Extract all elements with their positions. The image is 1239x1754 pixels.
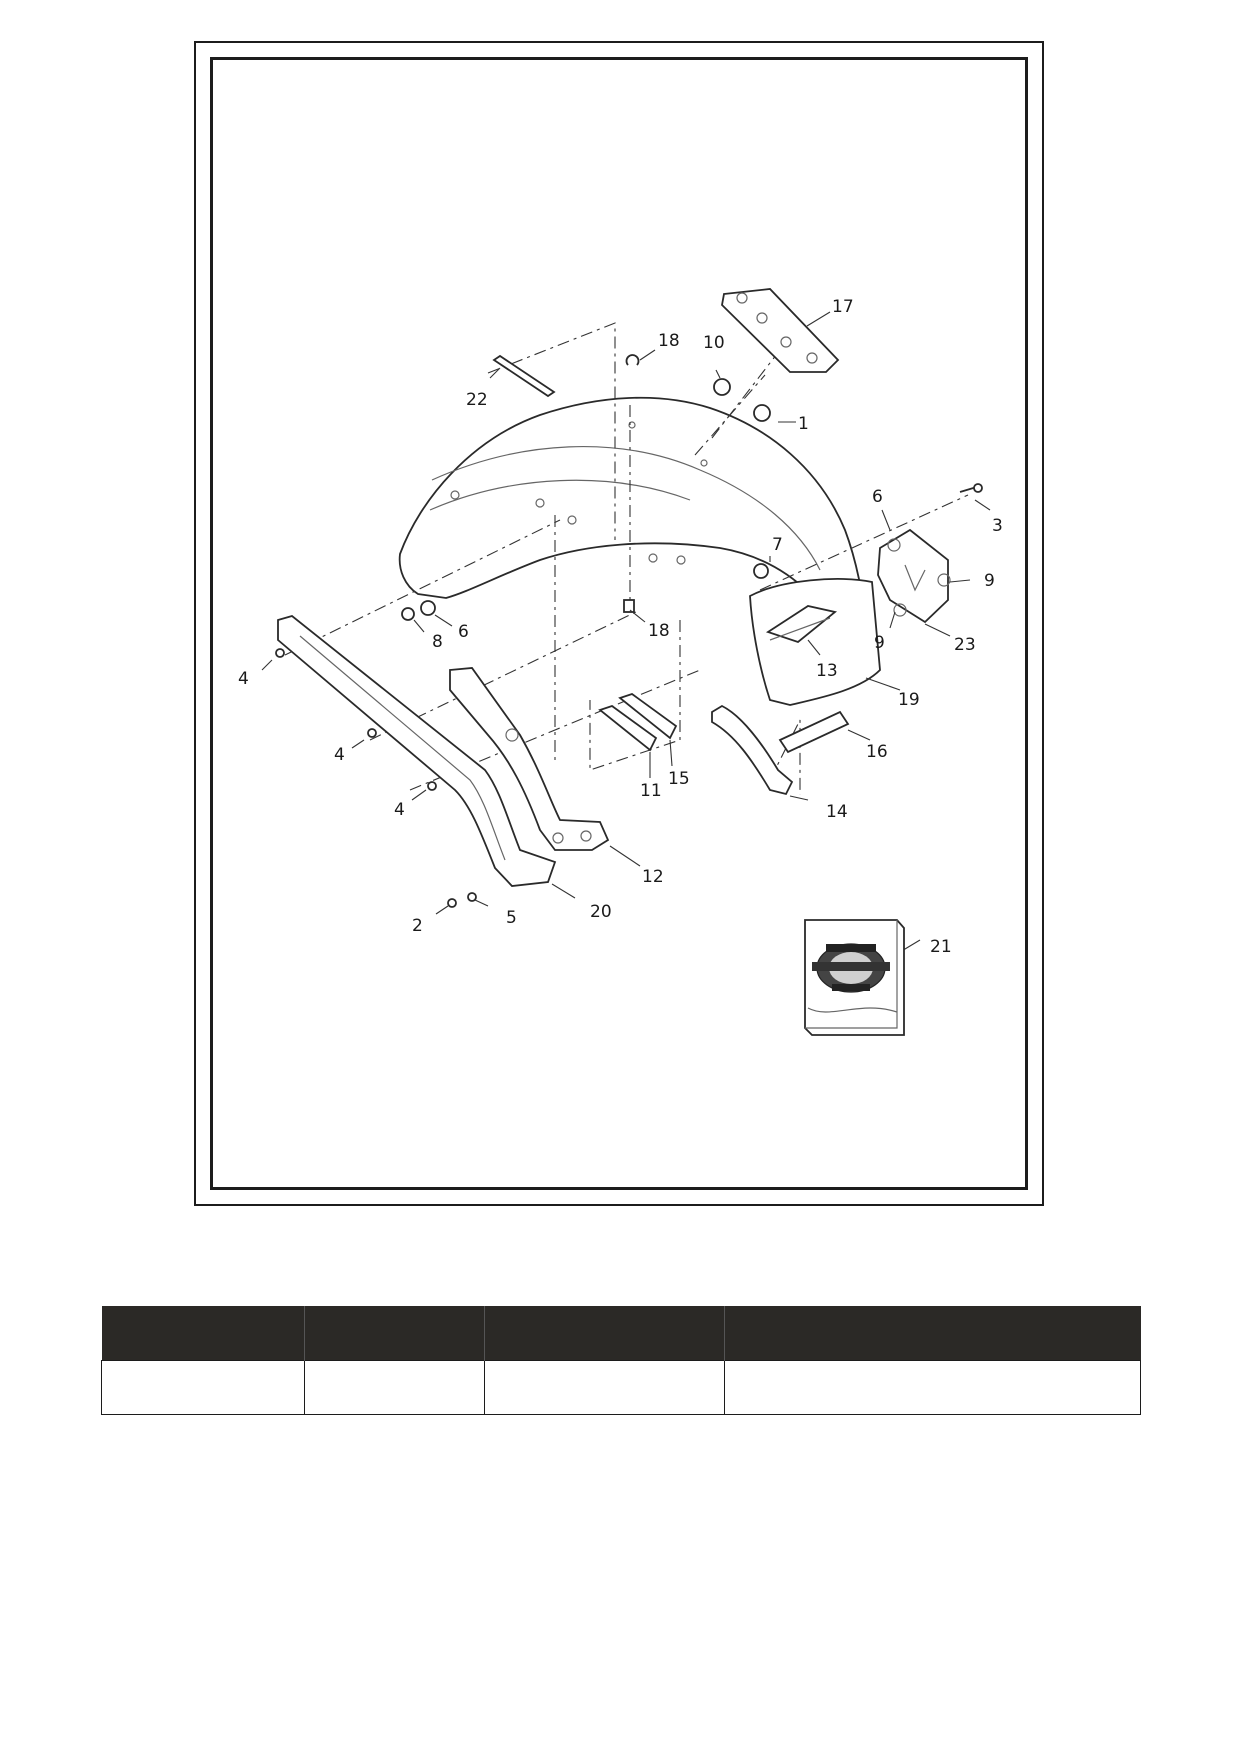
callout-7: 7 (772, 535, 783, 555)
header-cell (484, 1306, 725, 1361)
figure-outer-frame (194, 41, 1044, 1206)
callout-5: 5 (506, 908, 517, 928)
hardware (275, 354, 983, 908)
callout-10: 10 (703, 333, 725, 353)
genuine-parts-logo-icon (804, 919, 905, 1036)
callout-17: 17 (832, 297, 854, 317)
callout-14: 14 (826, 802, 848, 822)
callout-11: 11 (640, 781, 662, 801)
callout-9b: 9 (874, 633, 885, 653)
header-cell (724, 1306, 1141, 1361)
callout-20: 20 (590, 902, 612, 922)
header-cell (101, 1306, 305, 1361)
callout-1: 1 (798, 414, 809, 434)
callout-3: 3 (992, 516, 1003, 536)
license-bracket-area (749, 578, 881, 706)
callout-8: 8 (432, 632, 443, 652)
header-cell (304, 1306, 485, 1361)
table-cell (484, 1360, 725, 1415)
callout-4a: 4 (238, 669, 249, 689)
callout-15: 15 (668, 769, 690, 789)
parts-table (101, 1306, 1141, 1415)
callout-13: 13 (816, 661, 838, 681)
callout-21: 21 (930, 937, 952, 957)
callout-labels: 17 18 10 22 1 6 3 7 9 8 6 18 13 23 9 19 … (238, 297, 1003, 957)
callout-18: 18 (658, 331, 680, 351)
table-row (101, 1360, 1141, 1415)
callout-18b: 18 (648, 621, 670, 641)
support-strut-short (449, 667, 610, 851)
callout-19: 19 (898, 690, 920, 710)
callout-4c: 4 (394, 800, 405, 820)
parts-table-header (101, 1306, 1141, 1361)
side-bracket-plate (877, 528, 951, 624)
callout-22: 22 (466, 390, 488, 410)
callout-9: 9 (984, 571, 995, 591)
strap-part (492, 354, 556, 398)
callout-6b: 6 (458, 622, 469, 642)
callout-23: 23 (954, 635, 976, 655)
top-plate (721, 288, 840, 373)
links-14-16 (711, 704, 850, 796)
callout-6: 6 (872, 487, 883, 507)
callout-16: 16 (866, 742, 888, 762)
links-11-15 (598, 692, 678, 752)
callout-4b: 4 (334, 745, 345, 765)
callout-2: 2 (412, 916, 423, 936)
table-cell (304, 1360, 485, 1415)
figure-inner-frame (210, 57, 1028, 1190)
support-strut-long (277, 615, 557, 887)
callout-12: 12 (642, 867, 664, 887)
table-cell (101, 1360, 305, 1415)
table-cell (724, 1360, 1141, 1415)
